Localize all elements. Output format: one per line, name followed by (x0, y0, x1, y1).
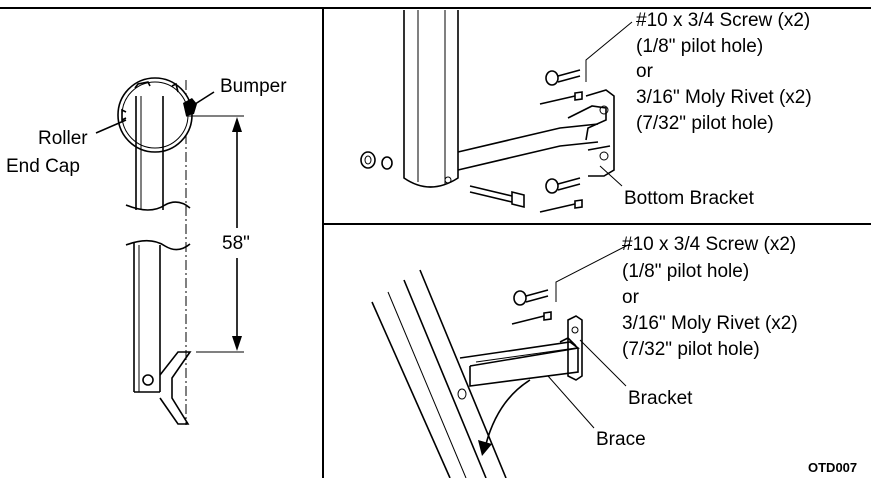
roller-label-line2: End Cap (6, 156, 80, 177)
bracket-leader-top (599, 165, 623, 187)
figure-code: OTD007 (808, 460, 857, 475)
rivet-pilot-top: (7/32" pilot hole) (636, 113, 774, 134)
roller-label-line1: Roller (38, 128, 88, 149)
or-label-top: or (636, 61, 654, 82)
left-panel-illustration: Bumper Roller End Cap 58" (6, 76, 287, 425)
bumper-part (183, 91, 215, 117)
brace-leader (547, 375, 595, 429)
lower-tube (125, 239, 191, 393)
screw-label-bottom: #10 x 3/4 Screw (x2) (622, 234, 796, 255)
dimension-arrow (196, 115, 244, 353)
upright-post (403, 10, 459, 188)
or-label-bottom: or (622, 287, 640, 308)
panel-frame (0, 7, 871, 478)
brace-part (459, 337, 580, 387)
dimension-label: 58" (222, 233, 250, 254)
screw-pilot-top: (1/8" pilot hole) (636, 36, 763, 57)
rivet-label-bottom: 3/16" Moly Rivet (x2) (622, 313, 798, 334)
bracket-leader-bottom (579, 339, 627, 387)
screw-leader-bottom (555, 243, 631, 302)
screw-leader-top (585, 21, 633, 82)
bottom-bracket-label: Bottom Bracket (624, 188, 755, 209)
roller-leader (95, 119, 127, 134)
bottom-right-panel: #10 x 3/4 Screw (x2) (1/8" pilot hole) o… (371, 234, 798, 478)
rotation-arrow (478, 379, 531, 456)
bottom-bracket-side (159, 351, 192, 425)
nut-washer (360, 151, 393, 170)
diagonal-rail (371, 269, 507, 478)
roller-end-cap (117, 77, 193, 153)
brace-label: Brace (596, 429, 646, 450)
upper-tube (125, 96, 191, 211)
bracket-label: Bracket (628, 388, 693, 409)
fasteners-top (539, 69, 583, 213)
fasteners-bottom (511, 289, 552, 325)
screw-label-top: #10 x 3/4 Screw (x2) (636, 10, 810, 31)
rivet-pilot-bottom: (7/32" pilot hole) (622, 339, 760, 360)
bumper-label: Bumper (220, 76, 287, 97)
long-bolt (469, 185, 525, 209)
bottom-bracket (457, 89, 615, 177)
screw-pilot-bottom: (1/8" pilot hole) (622, 261, 749, 282)
rivet-label-top: 3/16" Moly Rivet (x2) (636, 87, 812, 108)
bracket-plate (567, 315, 583, 381)
top-right-panel: #10 x 3/4 Screw (x2) (1/8" pilot hole) o… (360, 10, 812, 213)
